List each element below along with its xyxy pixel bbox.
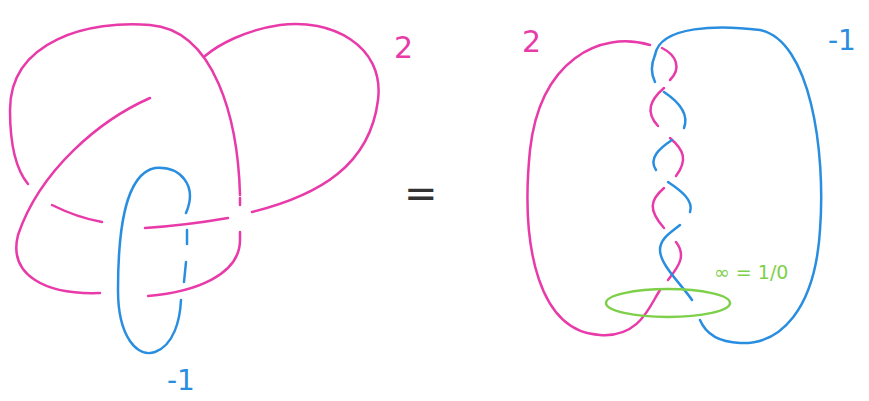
surgery-coefficient: ∞ = 1/0 [712, 262, 790, 283]
framing-number: 2 [520, 26, 543, 58]
knot-strand [528, 41, 684, 335]
surgery-circle [606, 289, 730, 317]
unknot-strand [118, 168, 190, 353]
framing-number: 2 [392, 32, 415, 64]
knot-strand [10, 24, 379, 296]
framing-number: -1 [165, 366, 197, 396]
framing-number: -1 [826, 26, 858, 56]
equals-sign: = [402, 172, 440, 214]
unknot-strand [652, 28, 821, 344]
